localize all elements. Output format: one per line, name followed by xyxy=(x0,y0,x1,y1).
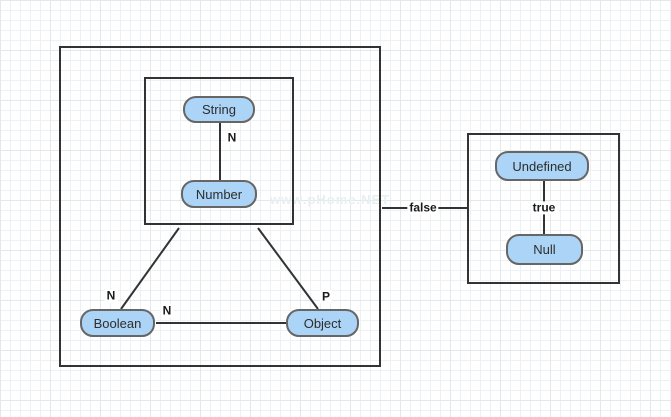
node-undefined[interactable]: Undefined xyxy=(495,151,589,181)
node-undefined-label: Undefined xyxy=(512,158,572,174)
node-object[interactable]: Object xyxy=(286,309,359,337)
edge-label-true[interactable]: true xyxy=(530,200,558,215)
edge-label-boolean-object[interactable]: N xyxy=(160,303,174,318)
node-boolean-label: Boolean xyxy=(93,315,142,331)
edge-label-false[interactable]: false xyxy=(407,200,439,215)
edge-label-inner-boolean[interactable]: N xyxy=(104,288,118,303)
edge-label-inner-object[interactable]: P xyxy=(319,289,333,304)
node-object-label: Object xyxy=(303,315,342,331)
edge-inner-boolean[interactable] xyxy=(120,227,180,310)
node-null-label: Null xyxy=(533,242,556,257)
inner-group-rect[interactable] xyxy=(144,77,294,225)
node-string[interactable]: String xyxy=(183,96,255,123)
right-group-rect[interactable] xyxy=(467,133,620,284)
edge-inner-object[interactable] xyxy=(257,227,319,310)
outer-group-rect[interactable] xyxy=(59,46,381,367)
node-string-label: String xyxy=(202,102,236,117)
watermark-text: www.pHome.NET xyxy=(270,192,391,207)
node-null[interactable]: Null xyxy=(506,234,583,265)
node-boolean[interactable]: Boolean xyxy=(80,309,155,337)
node-number[interactable]: Number xyxy=(181,180,257,208)
node-number-label: Number xyxy=(195,186,243,202)
edge-label-string-number[interactable]: N xyxy=(225,130,239,145)
